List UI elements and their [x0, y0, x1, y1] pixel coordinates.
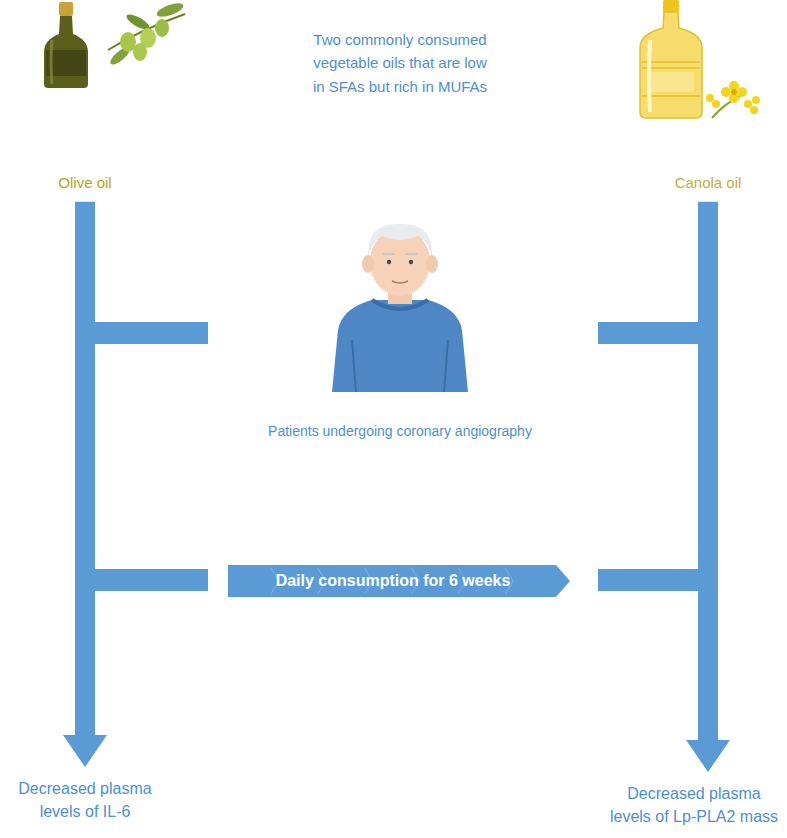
- oil-label: Olive oil: [20, 172, 150, 194]
- node-text: Daily consumption for 6 weeks: [276, 569, 511, 592]
- canola-flower: [706, 81, 760, 118]
- thick-arrow: [686, 202, 730, 772]
- node-text: Decreased plasma levels of Lp-PLA2 mass: [605, 782, 783, 828]
- outcome-box: Decreased plasma levels of Lp-PLA2 mass: [605, 782, 783, 828]
- node-text: Canola oil: [643, 172, 773, 194]
- node-text: Patients undergoing coronary angiography: [210, 421, 590, 441]
- olive-branch: [108, 1, 185, 68]
- outcome-box: Decreased plasma levels of IL-6: [5, 777, 165, 823]
- olive-oil-bottle: [44, 2, 88, 88]
- duration-banner: Daily consumption for 6 weeks: [228, 565, 570, 597]
- node-text: Decreased plasma levels of IL-6: [5, 777, 165, 823]
- canola-oil-bottle: [640, 0, 702, 118]
- thick-arrow: [63, 202, 107, 767]
- oil-label: Canola oil: [643, 172, 773, 194]
- patient-figure: [332, 224, 468, 392]
- node-text: Olive oil: [20, 172, 150, 194]
- diagram-title: Two commonly consumed vegetable oils tha…: [270, 28, 530, 98]
- patient-box: Patients undergoing coronary angiography: [210, 421, 590, 441]
